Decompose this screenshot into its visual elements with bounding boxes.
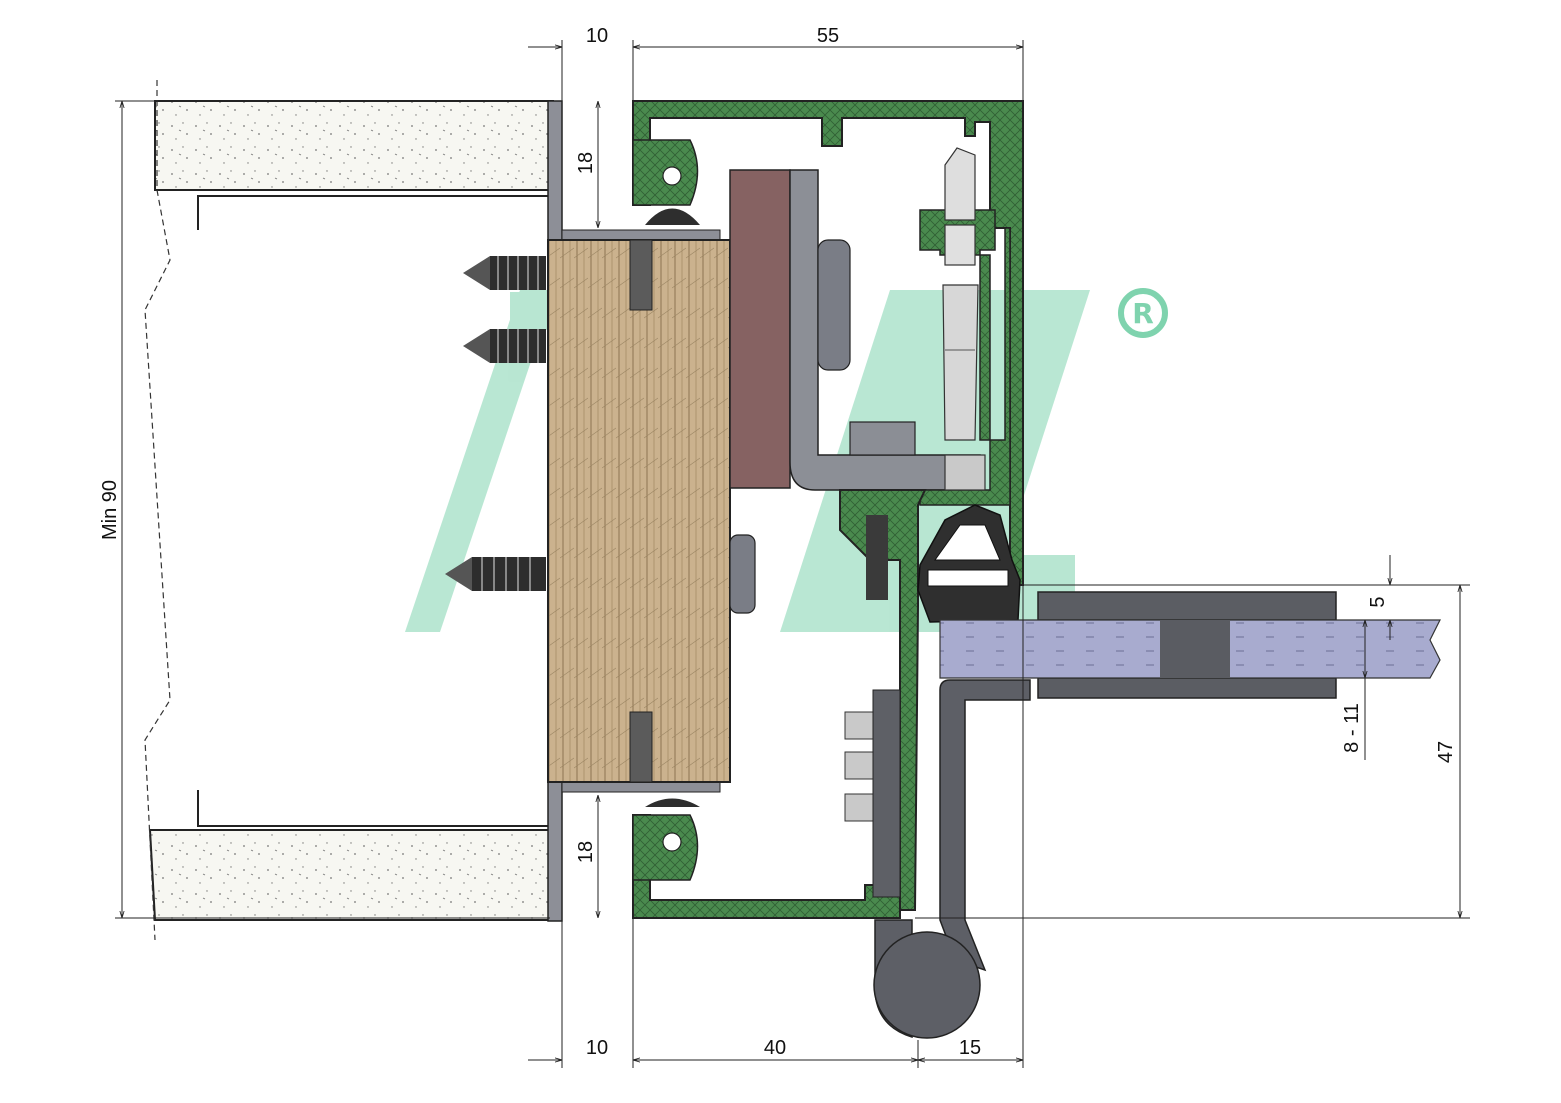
door-hinge-bracket	[939, 679, 1031, 972]
dim-upper-flange: 18	[575, 152, 597, 174]
dim-bottom-wall-offset: 10	[586, 1037, 608, 1059]
dim-top-profile-width: 55	[817, 25, 839, 47]
dimension-lines	[115, 40, 1470, 1068]
aluminium-profile	[632, 100, 1024, 919]
wall-break-line	[144, 80, 171, 941]
hinge-pin	[942, 147, 986, 491]
dim-bottom-hinge-offset: 15	[959, 1037, 981, 1059]
dim-glass-thickness: 8 - 11	[1341, 703, 1363, 753]
dim-door-depth: 47	[1435, 741, 1457, 763]
dim-lower-flange: 18	[575, 841, 597, 863]
screw-icon	[445, 557, 546, 591]
svg-text:R: R	[1132, 297, 1154, 330]
stud-set	[844, 689, 901, 898]
threaded-insert	[866, 515, 888, 600]
seal-gasket	[645, 798, 700, 807]
registered-mark-icon: R	[1118, 288, 1168, 338]
wall-lower-concrete	[148, 829, 554, 921]
wood-core	[547, 239, 731, 783]
wall-upper-concrete	[154, 100, 554, 191]
dim-wall-height: Min 90	[99, 480, 121, 540]
brown-pad	[729, 169, 791, 489]
glass-panel	[939, 591, 1441, 699]
dim-glass-gap: 5	[1367, 596, 1389, 607]
seal-gasket	[645, 208, 700, 225]
steel-frame-channel	[197, 195, 548, 827]
screw-icon	[463, 329, 546, 363]
dim-bottom-profile-width: 40	[764, 1037, 786, 1059]
screw-icon	[463, 256, 546, 290]
dim-top-wall-offset: 10	[586, 25, 608, 47]
rubber-seal	[917, 504, 1021, 623]
